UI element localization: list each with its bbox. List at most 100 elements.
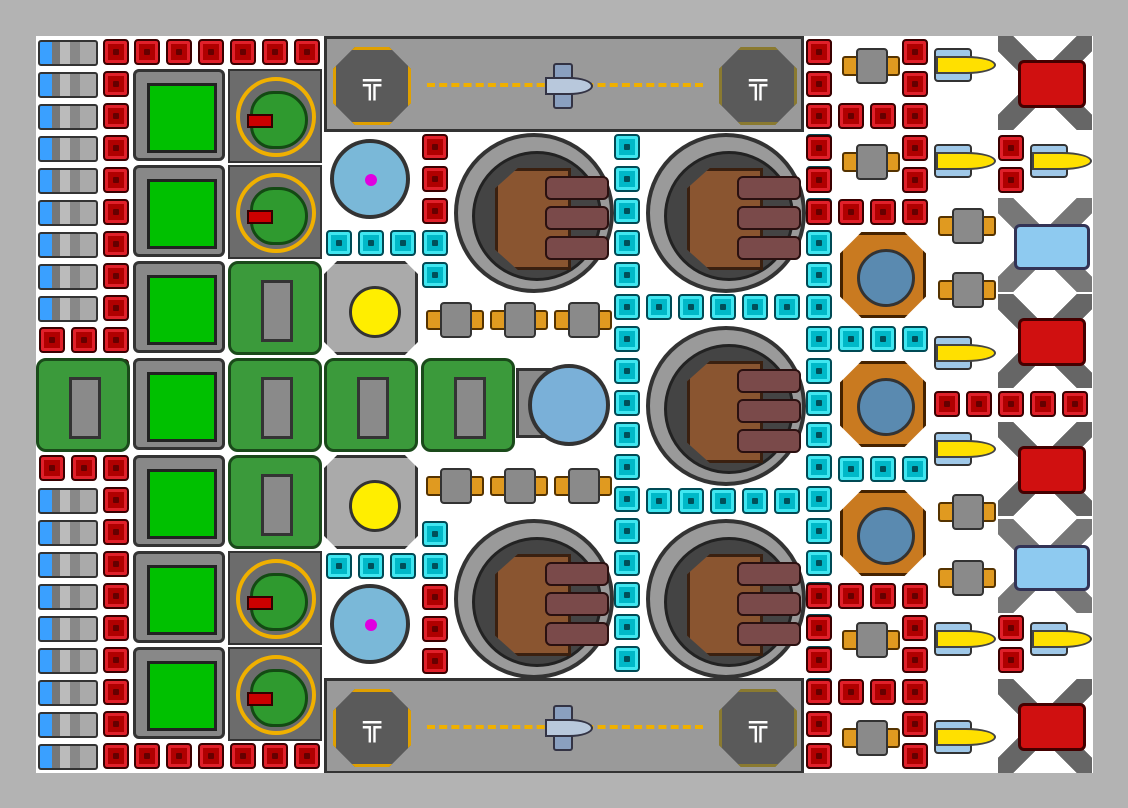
green-fuel-tank[interactable] bbox=[228, 455, 322, 549]
orange-cannon[interactable] bbox=[838, 716, 900, 758]
red-armor-block[interactable] bbox=[1062, 391, 1088, 417]
red-armor-block[interactable] bbox=[934, 391, 960, 417]
turret-mount[interactable] bbox=[228, 165, 322, 259]
cyan-armor-block[interactable] bbox=[710, 294, 736, 320]
red-armor-block[interactable] bbox=[166, 743, 192, 769]
green-turret[interactable] bbox=[236, 559, 316, 639]
cyan-armor-block[interactable] bbox=[614, 294, 640, 320]
orange-cannon[interactable] bbox=[838, 140, 900, 182]
cyan-armor-block[interactable] bbox=[806, 486, 832, 512]
shield-generator[interactable] bbox=[330, 584, 410, 664]
cyan-armor-block[interactable] bbox=[806, 454, 832, 480]
cyan-armor-block[interactable] bbox=[614, 198, 640, 224]
green-fuel-tank[interactable] bbox=[36, 358, 130, 452]
cyan-armor-block[interactable] bbox=[902, 326, 928, 352]
red-armor-block[interactable] bbox=[103, 551, 129, 577]
heavy-cannon-turret[interactable] bbox=[454, 519, 614, 679]
shield-generator[interactable] bbox=[330, 139, 410, 219]
red-armor-block[interactable] bbox=[902, 711, 928, 737]
red-armor-block[interactable] bbox=[422, 134, 448, 160]
orange-cannon[interactable] bbox=[422, 464, 484, 506]
cyan-armor-block[interactable] bbox=[614, 134, 640, 160]
orange-cannon[interactable] bbox=[934, 490, 996, 532]
red-armor-block[interactable] bbox=[838, 679, 864, 705]
red-armor-block[interactable] bbox=[998, 615, 1024, 641]
red-laser-turret[interactable] bbox=[998, 294, 1092, 388]
cyan-armor-block[interactable] bbox=[614, 358, 640, 384]
red-armor-block[interactable] bbox=[806, 39, 832, 65]
red-armor-block[interactable] bbox=[806, 167, 832, 193]
missile-launcher[interactable] bbox=[934, 716, 996, 756]
red-armor-block[interactable] bbox=[806, 743, 832, 769]
cyan-armor-block[interactable] bbox=[614, 486, 640, 512]
orange-cannon[interactable] bbox=[838, 44, 900, 86]
red-armor-block[interactable] bbox=[806, 647, 832, 673]
red-armor-block[interactable] bbox=[134, 39, 160, 65]
red-armor-block[interactable] bbox=[103, 583, 129, 609]
cyan-armor-block[interactable] bbox=[358, 553, 384, 579]
flak-turret[interactable] bbox=[840, 232, 926, 318]
red-laser-turret[interactable] bbox=[998, 36, 1092, 130]
cyan-armor-block[interactable] bbox=[390, 230, 416, 256]
missile-launcher[interactable] bbox=[934, 332, 996, 372]
cyan-armor-block[interactable] bbox=[358, 230, 384, 256]
orange-cannon[interactable] bbox=[934, 204, 996, 246]
turret-mount[interactable] bbox=[228, 647, 322, 741]
red-armor-block[interactable] bbox=[870, 679, 896, 705]
red-armor-block[interactable] bbox=[103, 295, 129, 321]
red-armor-block[interactable] bbox=[103, 679, 129, 705]
cyan-armor-block[interactable] bbox=[614, 646, 640, 672]
thruster[interactable] bbox=[38, 296, 98, 322]
red-armor-block[interactable] bbox=[838, 583, 864, 609]
thruster[interactable] bbox=[38, 552, 98, 578]
green-fuel-tank[interactable] bbox=[324, 358, 418, 452]
red-armor-block[interactable] bbox=[870, 583, 896, 609]
red-armor-block[interactable] bbox=[998, 167, 1024, 193]
red-armor-block[interactable] bbox=[422, 648, 448, 674]
green-fuel-tank[interactable] bbox=[228, 358, 322, 452]
red-armor-block[interactable] bbox=[806, 679, 832, 705]
red-armor-block[interactable] bbox=[902, 647, 928, 673]
cyan-armor-block[interactable] bbox=[422, 262, 448, 288]
red-armor-block[interactable] bbox=[902, 167, 928, 193]
landing-pad-left[interactable]: ╦ bbox=[333, 47, 411, 125]
red-armor-block[interactable] bbox=[902, 583, 928, 609]
red-armor-block[interactable] bbox=[166, 39, 192, 65]
cyan-armor-block[interactable] bbox=[742, 294, 768, 320]
cyan-armor-block[interactable] bbox=[646, 294, 672, 320]
red-armor-block[interactable] bbox=[902, 199, 928, 225]
cyan-armor-block[interactable] bbox=[614, 550, 640, 576]
red-armor-block[interactable] bbox=[902, 615, 928, 641]
cyan-armor-block[interactable] bbox=[614, 166, 640, 192]
red-armor-block[interactable] bbox=[902, 71, 928, 97]
cyan-armor-block[interactable] bbox=[614, 422, 640, 448]
red-armor-block[interactable] bbox=[838, 199, 864, 225]
landing-pad-left[interactable]: ╦ bbox=[333, 689, 411, 767]
red-armor-block[interactable] bbox=[806, 135, 832, 161]
red-armor-block[interactable] bbox=[198, 743, 224, 769]
red-armor-block[interactable] bbox=[806, 615, 832, 641]
command-core[interactable] bbox=[516, 358, 612, 446]
cyan-armor-block[interactable] bbox=[806, 550, 832, 576]
fighter-craft[interactable] bbox=[537, 63, 593, 109]
cyan-armor-block[interactable] bbox=[806, 230, 832, 256]
red-armor-block[interactable] bbox=[103, 455, 129, 481]
green-room[interactable] bbox=[133, 551, 225, 643]
landing-pad-right[interactable]: ╦ bbox=[719, 689, 797, 767]
orange-cannon[interactable] bbox=[550, 298, 612, 340]
cyan-armor-block[interactable] bbox=[742, 488, 768, 514]
red-armor-block[interactable] bbox=[294, 743, 320, 769]
cyan-armor-block[interactable] bbox=[614, 454, 640, 480]
reactor[interactable] bbox=[324, 261, 418, 355]
green-room[interactable] bbox=[133, 165, 225, 257]
cyan-armor-block[interactable] bbox=[646, 488, 672, 514]
green-room[interactable] bbox=[133, 261, 225, 353]
green-room[interactable] bbox=[133, 358, 225, 450]
cyan-armor-block[interactable] bbox=[774, 294, 800, 320]
red-armor-block[interactable] bbox=[422, 166, 448, 192]
red-armor-block[interactable] bbox=[103, 199, 129, 225]
red-armor-block[interactable] bbox=[230, 743, 256, 769]
hangar-bay[interactable]: ╦╦ bbox=[324, 678, 804, 773]
cyan-armor-block[interactable] bbox=[870, 456, 896, 482]
red-armor-block[interactable] bbox=[103, 135, 129, 161]
